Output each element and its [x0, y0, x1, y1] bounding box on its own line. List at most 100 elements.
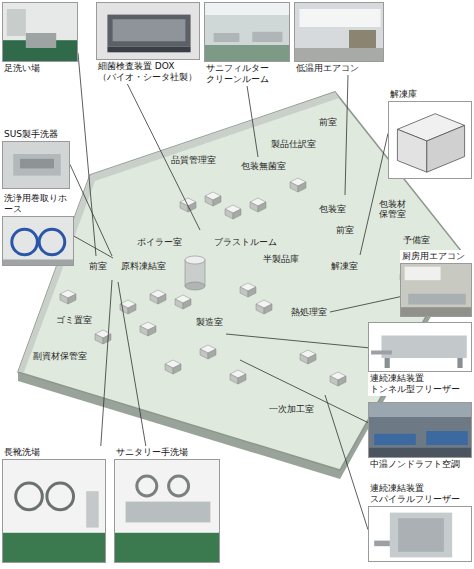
photo-shape — [126, 501, 211, 522]
photo-shape — [214, 33, 240, 42]
photo-shape — [426, 431, 468, 445]
photo-shape — [295, 3, 384, 62]
photo-callout: 長靴洗場 — [2, 446, 106, 563]
callout-caption: 連続凍結装置 トンネル型フリーザー — [368, 372, 472, 396]
leader-line — [240, 360, 368, 423]
photo-shape — [401, 264, 472, 317]
leader-line — [325, 395, 368, 530]
photo-shape — [397, 129, 426, 172]
room-label: 原料凍結室 — [120, 262, 167, 272]
photo-callout: 連続凍結装置 スパイラルフリーザー — [368, 482, 472, 562]
back-wall — [90, 92, 339, 181]
photo-shape — [20, 159, 54, 169]
photo-illustration — [2, 141, 70, 189]
photo-shape — [3, 460, 106, 563]
photo-shape — [115, 533, 220, 563]
room-label: 前室 — [335, 226, 355, 236]
leader-line — [78, 53, 96, 256]
photo-shape — [205, 45, 290, 62]
photo-illustration — [368, 506, 472, 562]
leader-line — [226, 334, 368, 348]
leader-line — [330, 297, 400, 312]
leader-line — [70, 164, 112, 256]
room-label: 半製品庫 — [262, 255, 300, 265]
photo-shape — [398, 518, 444, 552]
room-label: 一次加工室 — [268, 405, 315, 415]
photo-shape — [115, 460, 220, 563]
photo-shape — [300, 9, 381, 27]
room-label: ゴミ置室 — [55, 316, 93, 326]
photo-shape — [107, 15, 190, 47]
photo-shape — [3, 142, 70, 189]
room-label: ボイラー室 — [136, 238, 183, 248]
callout-caption: 低温用エアコン — [294, 62, 384, 75]
photo-shape — [369, 507, 472, 562]
photo-callout: 解凍庫 — [388, 88, 472, 179]
callout-caption: サニタリー手洗場 — [114, 446, 220, 459]
photo-callout: 低温用エアコン — [294, 2, 384, 75]
photo-illustration — [294, 2, 384, 62]
photo-shape — [295, 48, 384, 62]
photo-shape — [385, 358, 390, 368]
photo-illustration — [204, 2, 290, 62]
photo-shape — [3, 259, 74, 266]
photo-shape — [16, 483, 43, 510]
leader-line — [345, 75, 348, 195]
room-label: 予備室 — [402, 236, 431, 246]
photo-shape — [205, 3, 290, 62]
photo-shape — [369, 323, 472, 372]
leader-line — [118, 282, 146, 446]
photo-shape — [205, 3, 290, 15]
callout-caption: SUS製手洗器 — [2, 128, 70, 141]
photo-illustration — [2, 459, 106, 563]
photo-callout: 洗浄用巻取りホース — [2, 192, 74, 266]
photo-callout: 細菌検査装置 DOX （バイオ・シータ社製） — [96, 2, 200, 84]
room-label: 包装室 — [318, 205, 347, 215]
callout-caption: 足洗い場 — [2, 62, 78, 75]
photo-shape — [369, 448, 472, 458]
photo-illustration — [368, 402, 472, 458]
callout-caption: 中温ノンドラフト空調 — [368, 458, 472, 471]
room-label: 包装無菌室 — [240, 162, 287, 172]
photo-shape — [401, 307, 472, 317]
photo-shape — [97, 3, 200, 60]
photo-illustration — [114, 459, 220, 563]
photo-callout: 足洗い場 — [2, 2, 78, 75]
photo-callout: 中温ノンドラフト空調 — [368, 402, 472, 471]
photo-callout: 厨房用エアコン — [400, 250, 472, 317]
photo-shape — [12, 229, 38, 255]
leader-line — [101, 280, 112, 446]
photo-shape — [113, 19, 186, 41]
photo-shape — [369, 403, 472, 458]
leader-line — [74, 236, 113, 258]
callout-caption: サニフィルター クリーンルーム — [204, 62, 290, 86]
photo-shape — [169, 476, 189, 496]
photo-illustration — [96, 2, 200, 60]
photo-shape — [47, 483, 74, 510]
photo-shape — [7, 9, 26, 36]
photo-shape — [39, 229, 65, 255]
photo-illustration — [2, 216, 74, 266]
photo-shape — [427, 125, 465, 172]
photo-shape — [374, 540, 390, 546]
photo-shape — [3, 533, 106, 563]
photo-shape — [3, 217, 74, 266]
photo-shape — [371, 351, 392, 355]
callout-caption: 細菌検査装置 DOX （バイオ・シータ社製） — [96, 60, 200, 84]
callout-caption: 厨房用エアコン — [400, 250, 472, 263]
photo-callout: 連続凍結装置 トンネル型フリーザー — [368, 322, 472, 396]
room-label: 解凍室 — [330, 262, 359, 272]
room-label: 前室 — [88, 262, 108, 272]
callout-caption: 解凍庫 — [388, 88, 472, 101]
callout-caption: 洗浄用巻取りホース — [2, 192, 74, 216]
photo-illustration — [2, 2, 78, 62]
photo-callout: サニタリー手洗場 — [114, 446, 220, 563]
photo-callout: SUS製手洗器 — [2, 128, 70, 189]
photo-shape — [408, 293, 466, 304]
photo-shape — [390, 512, 452, 557]
photo-callout: サニフィルター クリーンルーム — [204, 2, 290, 86]
room-label: 熱処理室 — [290, 308, 328, 318]
photo-shape — [405, 266, 441, 280]
room-label: 品質管理室 — [170, 156, 217, 166]
photo-shape — [389, 102, 472, 179]
